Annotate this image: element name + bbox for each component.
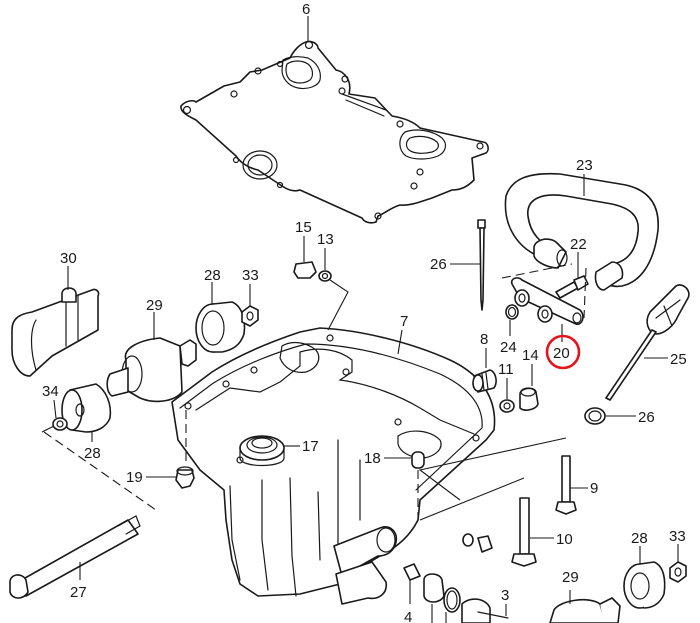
plug-15: 15 bbox=[293, 219, 317, 279]
oil-seal-17: 17 bbox=[239, 435, 319, 467]
callout-21[interactable]: 23 bbox=[576, 157, 593, 174]
callout-9[interactable]: 9 bbox=[590, 480, 598, 497]
washer-13: 13 bbox=[317, 231, 349, 331]
callout-28-lower[interactable]: 28 bbox=[84, 445, 101, 462]
balancer-shaft-29-left: 29 bbox=[106, 297, 197, 403]
callout-25[interactable]: 25 bbox=[670, 351, 687, 368]
plug-washer-pair bbox=[462, 533, 493, 553]
cable-tie-24: 26 bbox=[430, 219, 486, 311]
washer-34: 34 bbox=[42, 383, 68, 431]
highlight-ring bbox=[545, 334, 581, 370]
bearing-cap-30: 30 bbox=[11, 250, 100, 377]
callout-15[interactable]: 15 bbox=[295, 219, 312, 236]
callout-29-right[interactable]: 29 bbox=[562, 569, 579, 586]
callout-29-left[interactable]: 29 bbox=[146, 297, 163, 314]
callout-17[interactable]: 17 bbox=[302, 438, 319, 455]
callout-20[interactable]: 20 bbox=[553, 345, 570, 362]
callout-24[interactable]: 26 bbox=[430, 256, 447, 273]
oil-filter-bolt-3: 3 bbox=[461, 587, 509, 623]
gasket-6: 6 bbox=[180, 1, 489, 224]
nut-33-right: 33 bbox=[669, 528, 687, 583]
callout-28-upper[interactable]: 28 bbox=[204, 267, 221, 284]
washer-11: 11 bbox=[498, 361, 515, 413]
nut-33-upper: 33 bbox=[241, 267, 259, 327]
drain-plug-14: 14 bbox=[519, 347, 539, 411]
oil-pan-7: 7 bbox=[171, 313, 496, 597]
long-bolt-27: 27 bbox=[9, 423, 157, 601]
balancer-shaft-29-right: 29 bbox=[549, 569, 621, 623]
callout-14[interactable]: 14 bbox=[522, 347, 539, 364]
hose-21: 23 bbox=[504, 157, 659, 291]
bearing-28-upper: 28 bbox=[195, 267, 246, 353]
callout-3[interactable]: 3 bbox=[501, 587, 509, 604]
callout-27[interactable]: 27 bbox=[70, 584, 87, 601]
bolt-22: 22 bbox=[501, 236, 589, 319]
plug-8: 8 bbox=[472, 331, 497, 393]
o-ring-23: 24 bbox=[500, 304, 519, 356]
cap-and-o-ring bbox=[423, 573, 461, 623]
callout-22[interactable]: 22 bbox=[570, 236, 587, 253]
callout-30[interactable]: 30 bbox=[60, 250, 77, 267]
bolt-10: 10 bbox=[419, 477, 573, 567]
callout-11[interactable]: 11 bbox=[498, 361, 514, 378]
callout-33-right[interactable]: 33 bbox=[669, 528, 686, 545]
callout-13[interactable]: 13 bbox=[317, 231, 334, 248]
plug-19: 19 bbox=[126, 410, 195, 489]
dowel-pin-18: 18 bbox=[364, 450, 425, 520]
callout-23[interactable]: 24 bbox=[500, 339, 517, 356]
union-joint-20: 20 bbox=[510, 277, 584, 370]
callout-34[interactable]: 34 bbox=[42, 383, 59, 400]
bearing-28-lower: 28 bbox=[61, 383, 112, 462]
callout-28-right[interactable]: 28 bbox=[631, 530, 648, 547]
small-bolt-4: 4 bbox=[403, 563, 421, 623]
callout-33-upper[interactable]: 33 bbox=[242, 267, 259, 284]
callout-6[interactable]: 6 bbox=[302, 1, 310, 18]
callout-19[interactable]: 19 bbox=[126, 469, 143, 486]
bearing-28-right: 28 bbox=[623, 530, 666, 609]
callout-18[interactable]: 18 bbox=[364, 450, 381, 467]
callout-8[interactable]: 8 bbox=[480, 331, 488, 348]
bolt-9: 9 bbox=[418, 437, 598, 515]
callout-10[interactable]: 10 bbox=[556, 531, 573, 548]
dipstick-guide-25: 25 bbox=[605, 284, 690, 401]
callout-4[interactable]: 4 bbox=[404, 609, 412, 623]
oil-pan-pipe bbox=[333, 526, 398, 605]
callout-7[interactable]: 7 bbox=[400, 313, 408, 330]
o-ring-26: 26 bbox=[584, 407, 655, 426]
callout-26[interactable]: 26 bbox=[638, 409, 655, 426]
